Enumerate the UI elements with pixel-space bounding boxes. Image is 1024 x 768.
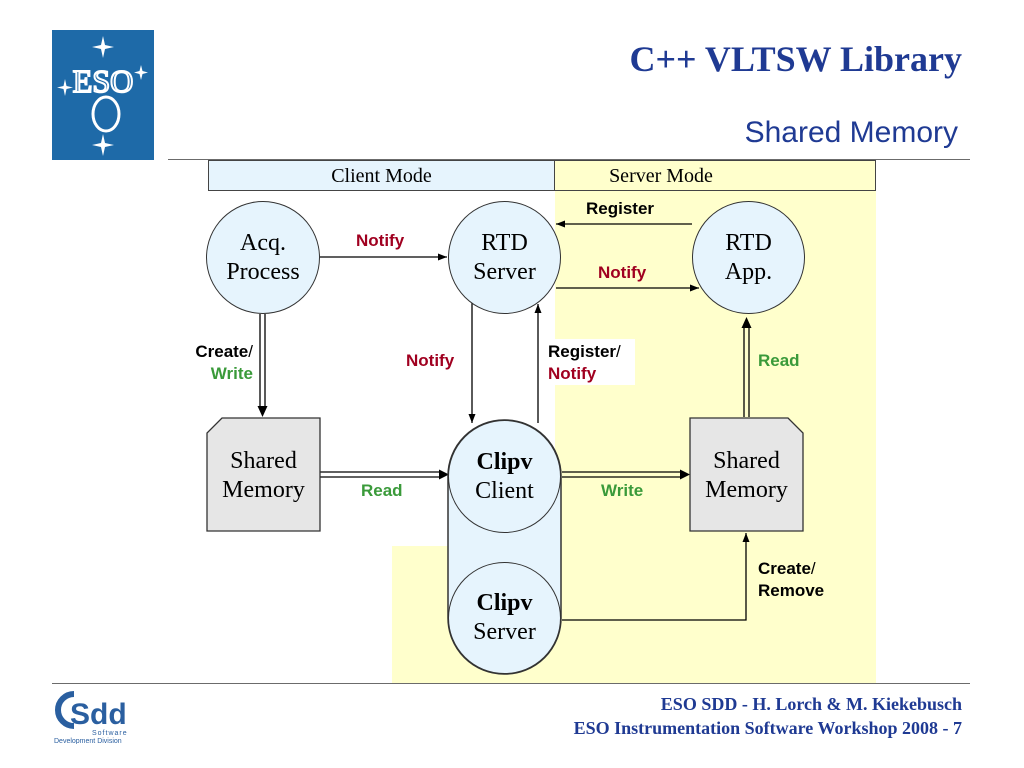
label-notify-mid: Notify: [406, 351, 455, 370]
edge-acq-to-shm-left-head: [257, 406, 268, 417]
acq-process-line1: Acq.: [240, 229, 286, 256]
shm-right-line1: Shared: [713, 448, 780, 474]
sdd-logo-graphic: Sdd Software Development Division: [54, 691, 128, 744]
sdd-logo-letters: Sdd: [70, 698, 127, 731]
svg-text:Development Division: Development Division: [54, 738, 122, 744]
clipv-server-node: Clipv Server: [448, 562, 561, 674]
footer-divider: [52, 683, 970, 684]
label-register-mid: Register: [548, 342, 617, 361]
shm-left-line2: Memory: [222, 477, 305, 503]
edge-shm-left-to-clipv-head: [439, 469, 449, 480]
label-write-bottom: Write: [601, 481, 644, 500]
page-subtitle: Shared Memory: [744, 116, 958, 149]
header-divider: [168, 159, 970, 160]
label-create-slash: /: [248, 342, 253, 361]
label-register-top: Register: [586, 199, 655, 218]
eso-logo-graphic: ESO: [57, 36, 148, 156]
sdd-logo: Sdd Software Development Division: [52, 688, 148, 744]
svg-text:Software: Software: [92, 730, 128, 737]
clipv-client-node: Clipv Client: [448, 420, 561, 533]
label-notify-rtd-app: Notify: [598, 263, 647, 282]
clipv-server-line1: Clipv: [476, 590, 533, 616]
label-create-write: Create/ Write: [185, 341, 253, 385]
shm-left-node: Shared Memory: [207, 447, 320, 505]
label-write-left: Write: [210, 364, 253, 383]
clipv-server-line2: Server: [473, 619, 536, 645]
edge-shm-right-to-rtd-app-head: [741, 317, 752, 328]
rtd-app-node: RTD App.: [692, 201, 805, 314]
rtd-app-line2: App.: [724, 258, 773, 285]
footer-event: ESO Instrumentation Software Workshop 20…: [573, 718, 962, 738]
rtd-app-line1: RTD: [725, 229, 772, 256]
label-create2: Create: [758, 559, 811, 578]
footer-authors: ESO SDD - H. Lorch & M. Kiekebusch: [660, 694, 962, 714]
page-title: C++ VLTSW Library: [629, 39, 962, 79]
client-mode-header: Client Mode: [208, 160, 555, 191]
label-create-remove: Create/ Remove: [758, 558, 824, 602]
shm-right-line2: Memory: [705, 477, 788, 503]
label-create2-slash: /: [810, 559, 816, 578]
label-notify-mid2: Notify: [548, 364, 597, 383]
clipv-client-line2: Client: [475, 477, 534, 504]
edge-clipv-to-shm-right-head: [680, 469, 690, 480]
label-create: Create: [195, 342, 249, 361]
label-remove: Remove: [758, 581, 825, 600]
label-register-slash: /: [616, 342, 621, 361]
label-read-right: Read: [758, 351, 800, 370]
rtd-server-node: RTD Server: [448, 201, 561, 314]
acq-process-line2: Process: [226, 258, 300, 285]
shm-left-shape: [206, 417, 321, 532]
eso-logo: ESO: [52, 30, 154, 160]
shm-left-line1: Shared: [230, 448, 297, 474]
label-register-notify: Register/ Notify: [548, 341, 621, 385]
label-notify-acq: Notify: [356, 231, 405, 250]
rtd-server-line1: RTD: [481, 229, 528, 256]
server-mode-label: Server Mode: [609, 165, 713, 187]
rtd-server-line2: Server: [473, 258, 536, 285]
shm-right-shape: [689, 417, 804, 532]
shm-right-node: Shared Memory: [690, 447, 803, 505]
label-read-bottom: Read: [361, 481, 403, 500]
server-mode-header: Server Mode: [555, 160, 876, 191]
acq-process-node: Acq. Process: [206, 201, 320, 314]
edge-clipv-server-to-shm-right: [562, 533, 750, 621]
eso-logo-letters: ESO: [73, 63, 133, 99]
register-notify-backdrop: [543, 339, 635, 385]
clipv-client-line1: Clipv: [476, 448, 533, 475]
